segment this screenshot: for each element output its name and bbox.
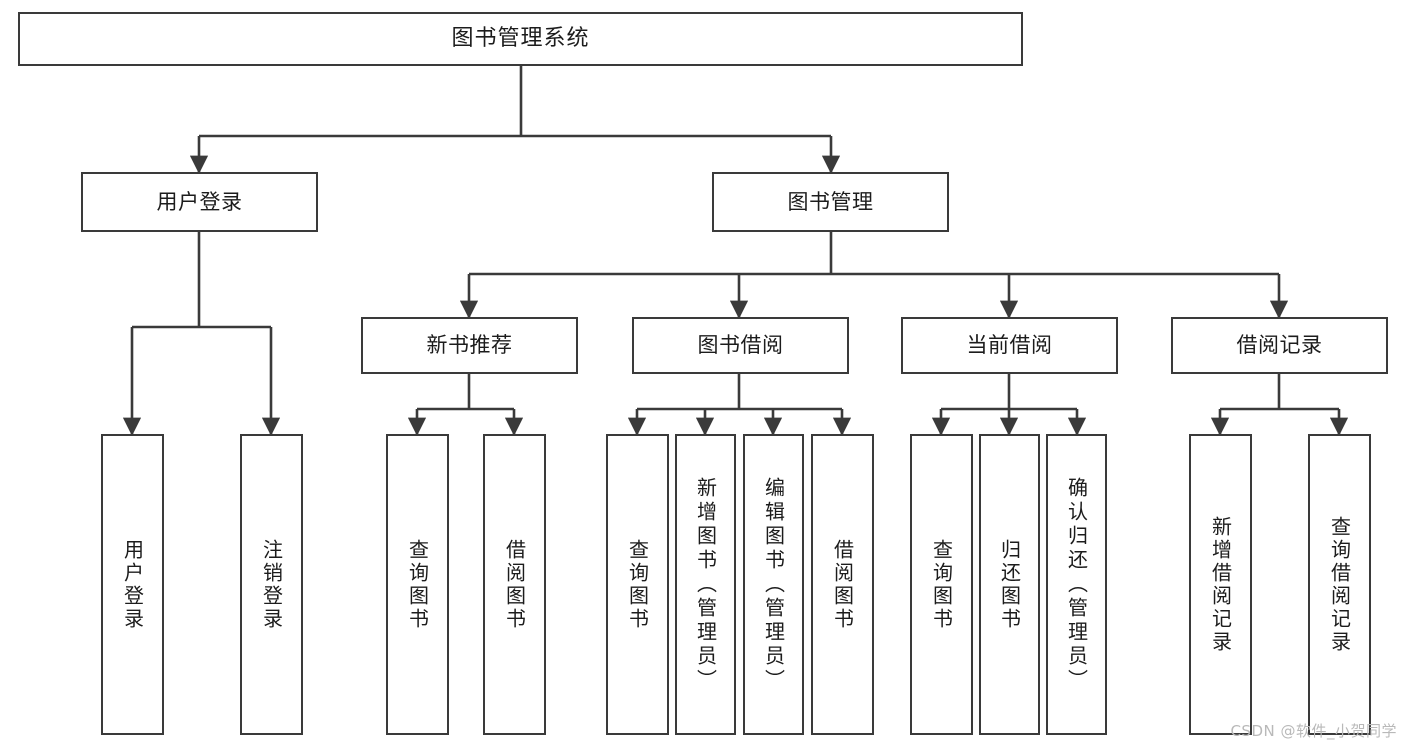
node-book-borrow[interactable]: 图书借阅 [632, 317, 849, 374]
node-new-book-recommend[interactable]: 新书推荐 [361, 317, 578, 374]
csdn-watermark: CSDN @软件_小贺同学 [1230, 722, 1397, 740]
node-label: 用户登录 [120, 538, 145, 631]
node-label: 注销登录 [259, 538, 284, 631]
leaf-new-book-query-book[interactable]: 查询图书 [386, 434, 449, 735]
leaf-borrow-records-add-record[interactable]: 新增借阅记录 [1189, 434, 1252, 735]
node-label: 查询图书 [405, 538, 430, 631]
leaf-book-borrow-query-book[interactable]: 查询图书 [606, 434, 669, 735]
node-label: 查询图书 [625, 538, 650, 631]
node-label: 确认归还（管理员） [1064, 476, 1089, 693]
leaf-current-borrow-return-book[interactable]: 归还图书 [979, 434, 1040, 735]
node-label: 新书推荐 [426, 333, 513, 358]
node-user-login[interactable]: 用户登录 [81, 172, 318, 232]
node-label: 新增借阅记录 [1208, 515, 1233, 654]
node-borrow-records[interactable]: 借阅记录 [1171, 317, 1388, 374]
leaf-book-borrow-borrow-book[interactable]: 借阅图书 [811, 434, 874, 735]
node-label: 图书管理系统 [451, 25, 590, 51]
leaf-book-borrow-add-book-admin[interactable]: 新增图书（管理员） [675, 434, 736, 735]
leaf-user-login-login[interactable]: 用户登录 [101, 434, 164, 735]
node-label: 借阅图书 [502, 538, 527, 631]
node-root-book-management-system[interactable]: 图书管理系统 [18, 12, 1023, 66]
leaf-borrow-records-query-record[interactable]: 查询借阅记录 [1308, 434, 1371, 735]
leaf-current-borrow-confirm-return-admin[interactable]: 确认归还（管理员） [1046, 434, 1107, 735]
leaf-user-login-logout[interactable]: 注销登录 [240, 434, 303, 735]
node-label: 用户登录 [156, 189, 243, 214]
node-label: 图书管理 [787, 189, 874, 214]
node-label: 归还图书 [997, 538, 1022, 631]
node-current-borrow[interactable]: 当前借阅 [901, 317, 1118, 374]
node-label: 新增图书（管理员） [693, 476, 718, 693]
node-label: 查询图书 [929, 538, 954, 631]
node-label: 查询借阅记录 [1327, 515, 1352, 654]
leaf-current-borrow-query-book[interactable]: 查询图书 [910, 434, 973, 735]
leaf-new-book-borrow-book[interactable]: 借阅图书 [483, 434, 546, 735]
leaf-book-borrow-edit-book-admin[interactable]: 编辑图书（管理员） [743, 434, 804, 735]
node-book-management[interactable]: 图书管理 [712, 172, 949, 232]
node-label: 借阅图书 [830, 538, 855, 631]
node-label: 图书借阅 [697, 333, 784, 358]
node-label: 当前借阅 [966, 333, 1053, 358]
node-label: 借阅记录 [1236, 333, 1323, 358]
node-label: 编辑图书（管理员） [761, 476, 786, 693]
